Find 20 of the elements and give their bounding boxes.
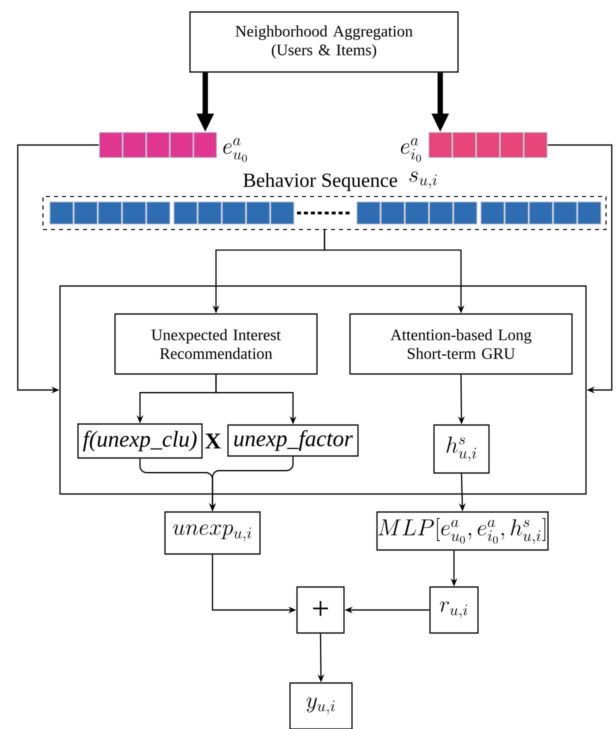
process-box: Attention-based Long Short-term GRU	[349, 313, 573, 375]
sequence-title: Behavior Sequence	[243, 172, 398, 192]
process-box: Unexpected Interest Recommendation	[114, 313, 318, 375]
variable-box: $h^{s}_{u,i}$	[433, 424, 490, 474]
formula-box: $MLP[e^{a}_{u_0},e^{a}_{i_0},h^{s}_{u,i}]$	[376, 511, 549, 551]
vector-label: $e^{a}_{i_0}$	[400, 138, 421, 162]
module-box	[59, 285, 587, 495]
embedding-vector	[428, 132, 548, 158]
function-box: f(unexp_clu)	[77, 423, 203, 459]
variable-box: $r_{u,i}$	[429, 586, 479, 634]
operator-label: X	[205, 434, 221, 448]
vector-label: $e^{a}_{u_0}$	[223, 138, 247, 162]
function-box: unexp_factor	[227, 424, 359, 457]
sequence-symbol: $s_{u,i}$	[409, 172, 437, 188]
arrow	[548, 144, 612, 394]
variable-box: $unexp_{u,i}$	[164, 511, 261, 555]
sum-box: +	[296, 586, 345, 634]
output-box: $y_{u,i}$	[289, 682, 353, 729]
embedding-vector	[99, 132, 217, 158]
process-box: Neighborhood Aggregation (Users & Items)	[189, 11, 459, 73]
